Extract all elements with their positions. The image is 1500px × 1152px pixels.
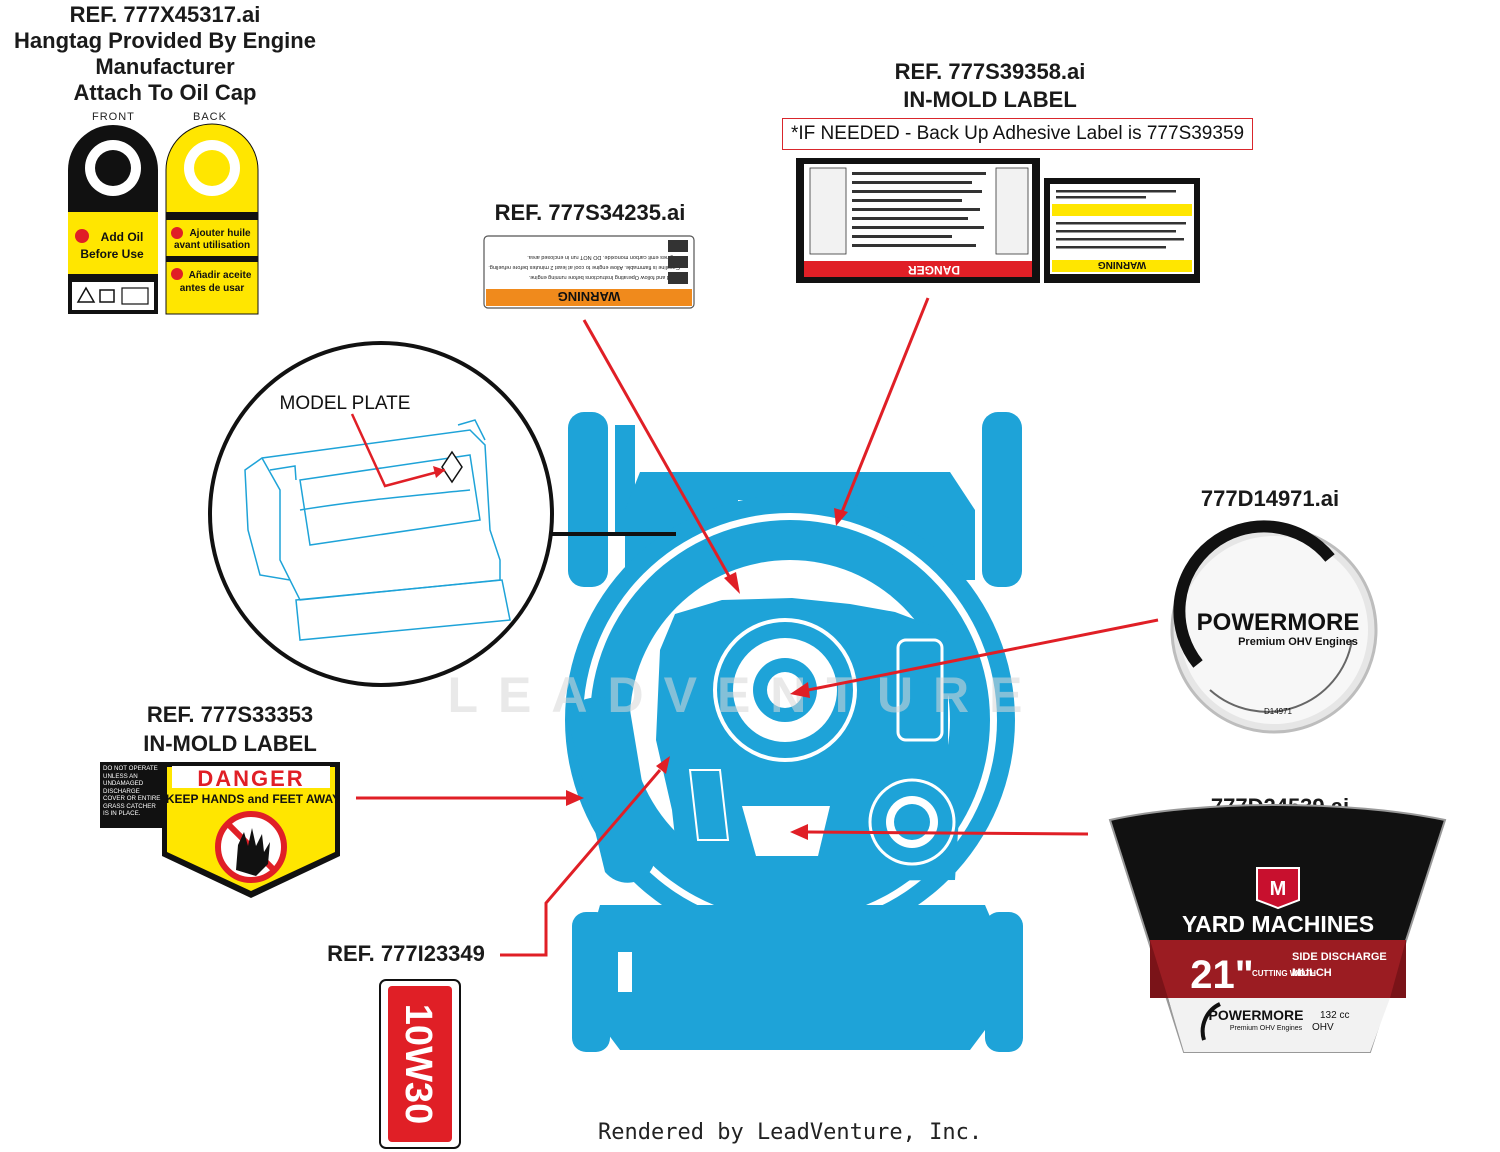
inmold-left-side-text: DO NOT OPERATE UNLESS AN UNDAMAGED DISCH… [103, 765, 161, 817]
yard-label-ohv: OHV [1312, 1022, 1334, 1033]
oil-label-text: 10W30 [397, 1004, 439, 1124]
footer-credit: Rendered by LeadVenture, Inc. [598, 1120, 983, 1145]
inmold-left-danger-title: DANGER [197, 766, 304, 791]
warning-label-line-1: Gasoline is flammable. Allow engine to c… [488, 264, 680, 270]
powermore-badge-tagline: Premium OHV Engines [1238, 636, 1358, 648]
hangtag-front: Add Oil Before Use [68, 125, 158, 314]
powermore-badge-brand: POWERMORE [1197, 609, 1360, 636]
watermark-text: LEADVENTURE [447, 667, 1042, 723]
inmold-top-ref-line1: REF. 777S39358.ai [894, 59, 1086, 84]
powermore-badge-code: D14971 [1264, 707, 1293, 716]
hangtag-front-text2: Before Use [80, 247, 144, 261]
backup-label-note: *IF NEEDED - Back Up Adhesive Label is 7… [782, 118, 1254, 150]
mower-body [565, 412, 1023, 1052]
oil-label: 10W30 [379, 979, 461, 1149]
powermore-badge: POWERMORE Premium OHV Engines D14971 [1170, 520, 1378, 734]
hangtag-back: Ajouter huile avant utilisation Añadir a… [165, 123, 259, 315]
hangtag-ref-line4: Attach To Oil Cap [73, 80, 257, 105]
powermore-badge-ref: 777D14971.ai [1200, 486, 1340, 511]
hangtag-back-text3: Añadir aceite [189, 270, 252, 281]
hangtag-back-text2: avant utilisation [174, 240, 250, 251]
callout-arrows [356, 297, 1159, 957]
inmold-top-subtitle: IN-MOLD LABEL [903, 87, 1077, 112]
inmold-top-label: DANGER WARNING [796, 158, 1200, 283]
model-plate-label: MODEL PLATE [280, 393, 411, 414]
yard-label-cutting: CUTTING WIDTH [1252, 969, 1316, 978]
hangtag-ref: REF. 777X45317.ai Hangtag Provided By En… [0, 2, 330, 106]
inmold-left-danger-sub: KEEP HANDS and FEET AWAY [166, 792, 340, 806]
inmold-top-danger-title: DANGER [908, 263, 960, 277]
yard-label: M YARD MACHINES 21" CUTTING WIDTH SIDE D… [1108, 804, 1447, 1053]
warning-label-title: WARNING [558, 289, 621, 304]
warning-label-line-2: Engines emit carbon monoxide. DO NOT run… [527, 254, 680, 260]
yard-label-cc: 132 cc [1320, 1010, 1349, 1021]
hangtag-back-label: BACK [193, 111, 227, 123]
yard-label-engine-brand: POWERMORE [1209, 1007, 1304, 1023]
hangtag-back-text1: Ajouter huile [189, 228, 251, 239]
yard-label-size: 21" [1190, 953, 1253, 997]
yard-label-engine-tag: Premium OHV Engines [1230, 1025, 1303, 1032]
warning-label: WARNING Read and follow Operating Instru… [483, 235, 695, 309]
hangtag-front-label: FRONT [92, 111, 135, 123]
model-plate-callout: MODEL PLATE [208, 341, 676, 687]
inmold-left-subtitle: IN-MOLD LABEL [143, 731, 317, 756]
hangtag-front-text1: Add Oil [101, 230, 144, 244]
inmold-top-ref: REF. 777S39358.ai IN-MOLD LABEL [840, 58, 1140, 114]
hangtag-ref-line2: Hangtag Provided By Engine [14, 28, 316, 53]
oil-label-ref: REF. 777I23349 [327, 941, 485, 966]
yard-label-feature1: SIDE DISCHARGE [1292, 951, 1387, 963]
warning-label-ref: REF. 777S34235.ai [494, 200, 686, 225]
hangtag-ref-line1: REF. 777X45317.ai [69, 2, 261, 27]
warning-label-line-0: Read and follow Operating Instructions b… [528, 274, 680, 280]
yard-label-feature2: MULCH [1292, 967, 1332, 979]
inmold-top-warning-title: WARNING [1098, 259, 1147, 270]
yard-label-logo-letter: M [1270, 878, 1287, 900]
inmold-left-ref-line1: REF. 777S33353 [146, 702, 314, 727]
hangtag-ref-line3: Manufacturer [95, 54, 235, 79]
hangtag-back-text4: antes de usar [180, 283, 245, 294]
yard-label-brand: YARD MACHINES [1182, 911, 1374, 937]
inmold-left-ref: REF. 777S33353 IN-MOLD LABEL [110, 700, 350, 758]
inmold-left-label: DO NOT OPERATE UNLESS AN UNDAMAGED DISCH… [100, 762, 340, 898]
